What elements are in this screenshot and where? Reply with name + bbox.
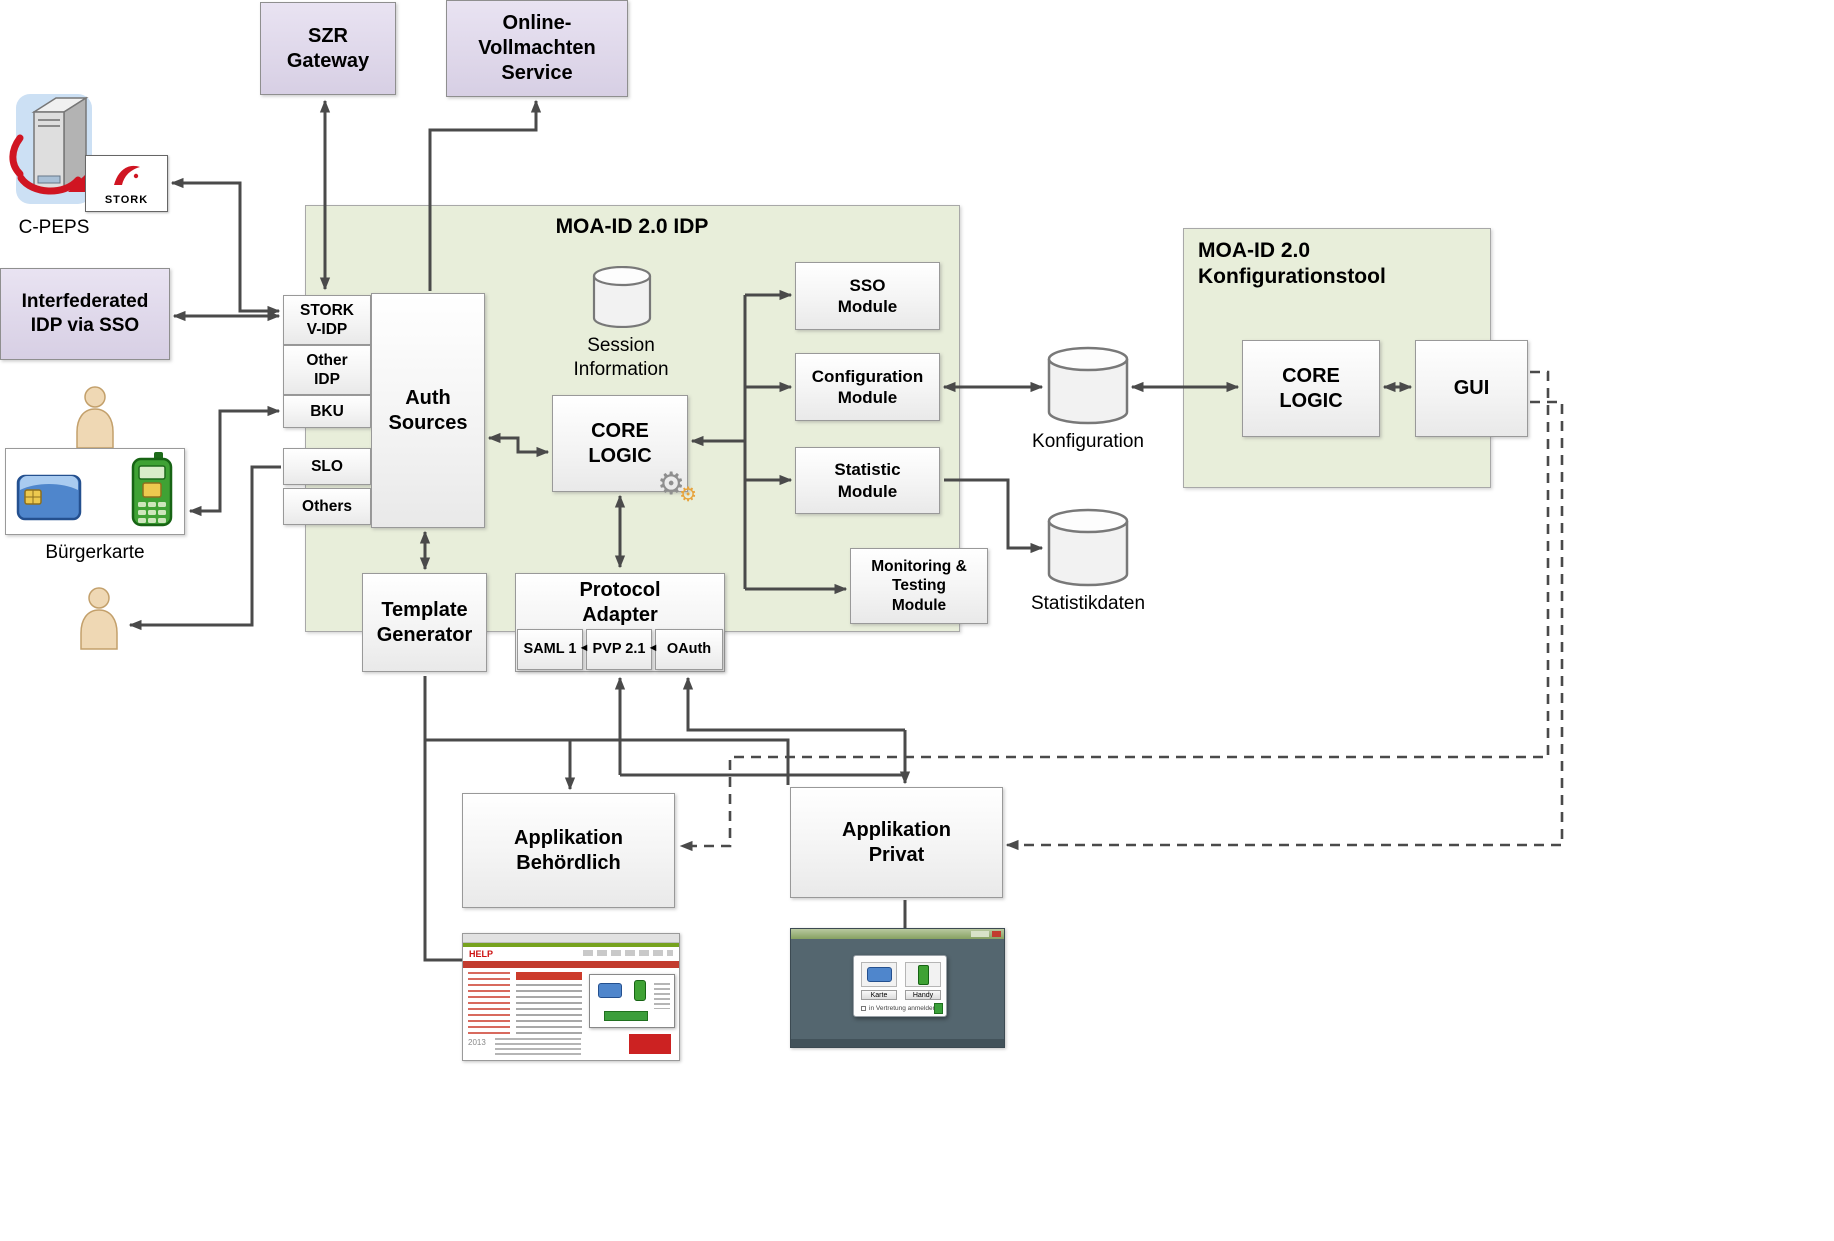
help-year: 2013 [468, 1038, 486, 1047]
checkbox-icon [861, 1006, 866, 1011]
footer-lines [495, 1038, 581, 1056]
konfiguration-label: Konfiguration [1032, 431, 1144, 452]
node-oauth: OAuth [655, 629, 723, 670]
node-configuration-module: Configuration Module [795, 353, 940, 421]
node-others: Others [283, 488, 371, 525]
arrow-oauth-down [682, 676, 905, 732]
node-slo: SLO [283, 448, 371, 485]
statistikdaten-label: Statistikdaten [1030, 593, 1146, 614]
node-online-vollmachten-service: Online- Vollmachten Service [446, 0, 628, 97]
core-logic-label: CORE LOGIC [588, 419, 652, 467]
node-statistic-module: Statistic Module [795, 447, 940, 514]
help-logo: HELP [469, 949, 494, 959]
site-green-bar [463, 943, 679, 947]
footer-red-box [629, 1034, 671, 1054]
protocol-adapter-label: Protocol Adapter [579, 579, 661, 626]
smartcard-icon [16, 474, 82, 521]
stork-logo-box: STORK [85, 155, 168, 212]
karte-tile [861, 962, 897, 987]
node-other-idp: Other IDP [283, 345, 371, 395]
arrow-storkvidp-cpeps [170, 177, 281, 317]
node-bku: BKU [283, 395, 371, 428]
node-applikation-behoerdlich: Applikation Behördlich [462, 793, 675, 908]
dialog-green-icon [934, 1003, 943, 1014]
node-tool-core-logic: CORE LOGIC [1242, 340, 1380, 437]
node-gui: GUI [1415, 340, 1528, 437]
header-links [583, 950, 673, 956]
node-szr-gateway: SZR Gateway [260, 2, 396, 95]
content-lines [516, 984, 582, 1034]
session-db-icon [592, 266, 652, 328]
handy-tile [905, 962, 941, 987]
login-window-screenshot: Karte Handy in Vertretung anmelden [790, 928, 1005, 1048]
stork-label: STORK [104, 194, 149, 206]
left-menu-lines [468, 972, 510, 1034]
left-arrow-icon-2: ◄ [647, 642, 659, 654]
node-sso-module: SSO Module [795, 262, 940, 330]
karte-card-icon [867, 967, 892, 982]
popup-card-icon [598, 983, 622, 998]
arrow-bku-buergerkarte [188, 405, 281, 517]
karte-button: Karte [861, 990, 897, 1000]
node-interfederated-idp: Interfederated IDP via SSO [0, 268, 170, 360]
node-stork-vidp: STORK V-IDP [283, 295, 371, 345]
window-titlebar [791, 929, 1004, 939]
popup-green-button [604, 1011, 648, 1021]
buergerkarte-label: Bürgerkarte [45, 542, 145, 563]
gear-icon: ⚙ [657, 466, 685, 501]
node-monitoring-module: Monitoring & Testing Module [850, 548, 988, 624]
node-core-logic: CORE LOGIC ⚙ ⚙ [552, 395, 697, 505]
mobile-phone-icon [131, 452, 173, 527]
session-information-label: Session Information [573, 335, 669, 380]
node-template-generator: Template Generator [362, 573, 487, 672]
handy-phone-icon [918, 965, 929, 985]
konfiguration-db-icon [1047, 346, 1129, 425]
cpeps-server-icon [9, 94, 92, 204]
statistikdaten-db-icon [1047, 508, 1129, 587]
konfigtool-title: MOA-ID 2.0 Konfigurationstool [1198, 239, 1386, 289]
close-button-icon [992, 931, 1001, 937]
person-icon-2 [80, 587, 118, 650]
node-applikation-privat: Applikation Privat [790, 787, 1003, 898]
popup-lines [654, 983, 670, 1009]
person-icon [76, 386, 114, 449]
popup-phone-icon [634, 980, 646, 1001]
node-saml1: SAML 1 [517, 629, 583, 670]
idp-title: MOA-ID 2.0 IDP [555, 215, 709, 238]
handy-button: Handy [905, 990, 941, 1000]
bus-apps-top [425, 738, 790, 785]
bku-popup [589, 974, 675, 1028]
content-banner [516, 972, 582, 980]
left-arrow-icon: ◄ [578, 642, 590, 654]
gear-icon-small: ⚙ [679, 484, 697, 506]
cpeps-label: C-PEPS [18, 217, 90, 238]
node-pvp21: PVP 2.1 [586, 629, 652, 670]
window-buttons [971, 931, 989, 937]
window-statusbar [791, 1039, 1004, 1047]
checkbox-label: in Vertretung anmelden [869, 1005, 937, 1012]
stork-bird-icon [114, 165, 140, 185]
node-auth-sources: Auth Sources [371, 293, 485, 528]
nav-bar [463, 961, 679, 968]
bku-login-dialog: Karte Handy in Vertretung anmelden [853, 955, 947, 1017]
browser-chrome [463, 934, 679, 943]
help-gv-screenshot: HELP 2013 [462, 933, 680, 1061]
